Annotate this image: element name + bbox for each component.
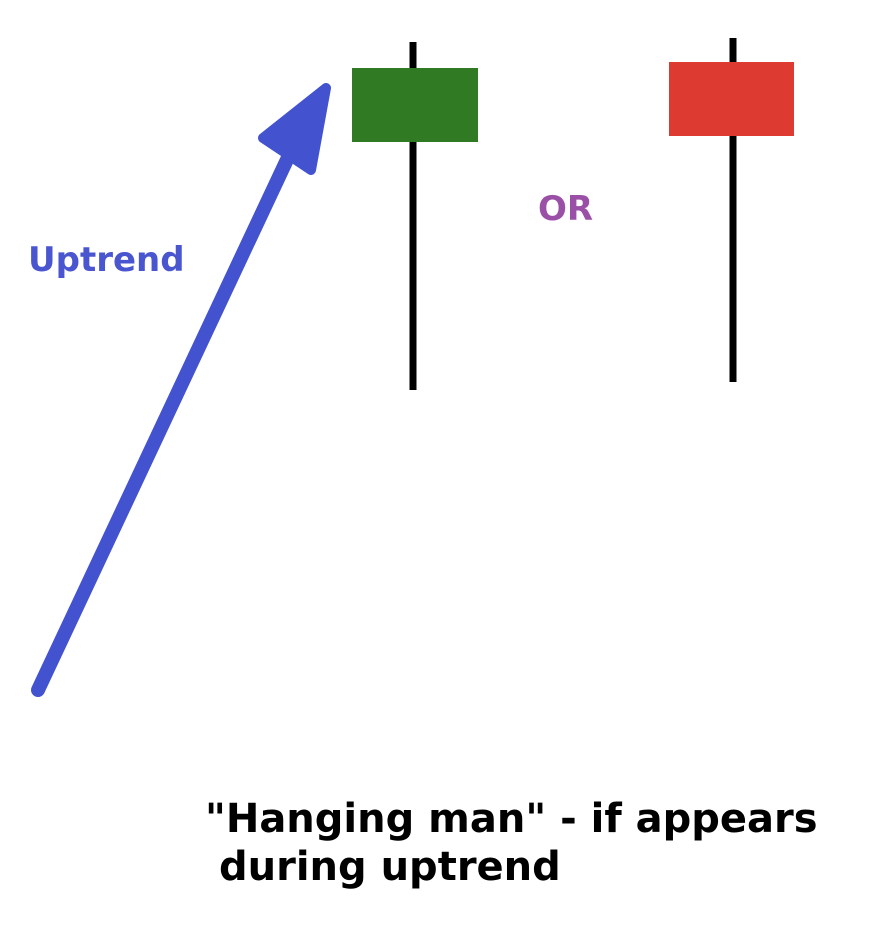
or-label: OR — [538, 189, 594, 229]
candle-bearish-body — [669, 62, 794, 136]
caption-line-2: during uptrend — [219, 844, 561, 890]
candle-bullish-body — [352, 68, 478, 142]
uptrend-label: Uptrend — [28, 240, 185, 280]
candle-bullish — [352, 42, 478, 390]
uptrend-arrow-icon — [31, 83, 331, 697]
caption-line-1: "Hanging man" - if appears — [205, 796, 818, 842]
caption: "Hanging man" - if appears during uptren… — [205, 795, 818, 891]
candle-bearish — [669, 38, 794, 382]
